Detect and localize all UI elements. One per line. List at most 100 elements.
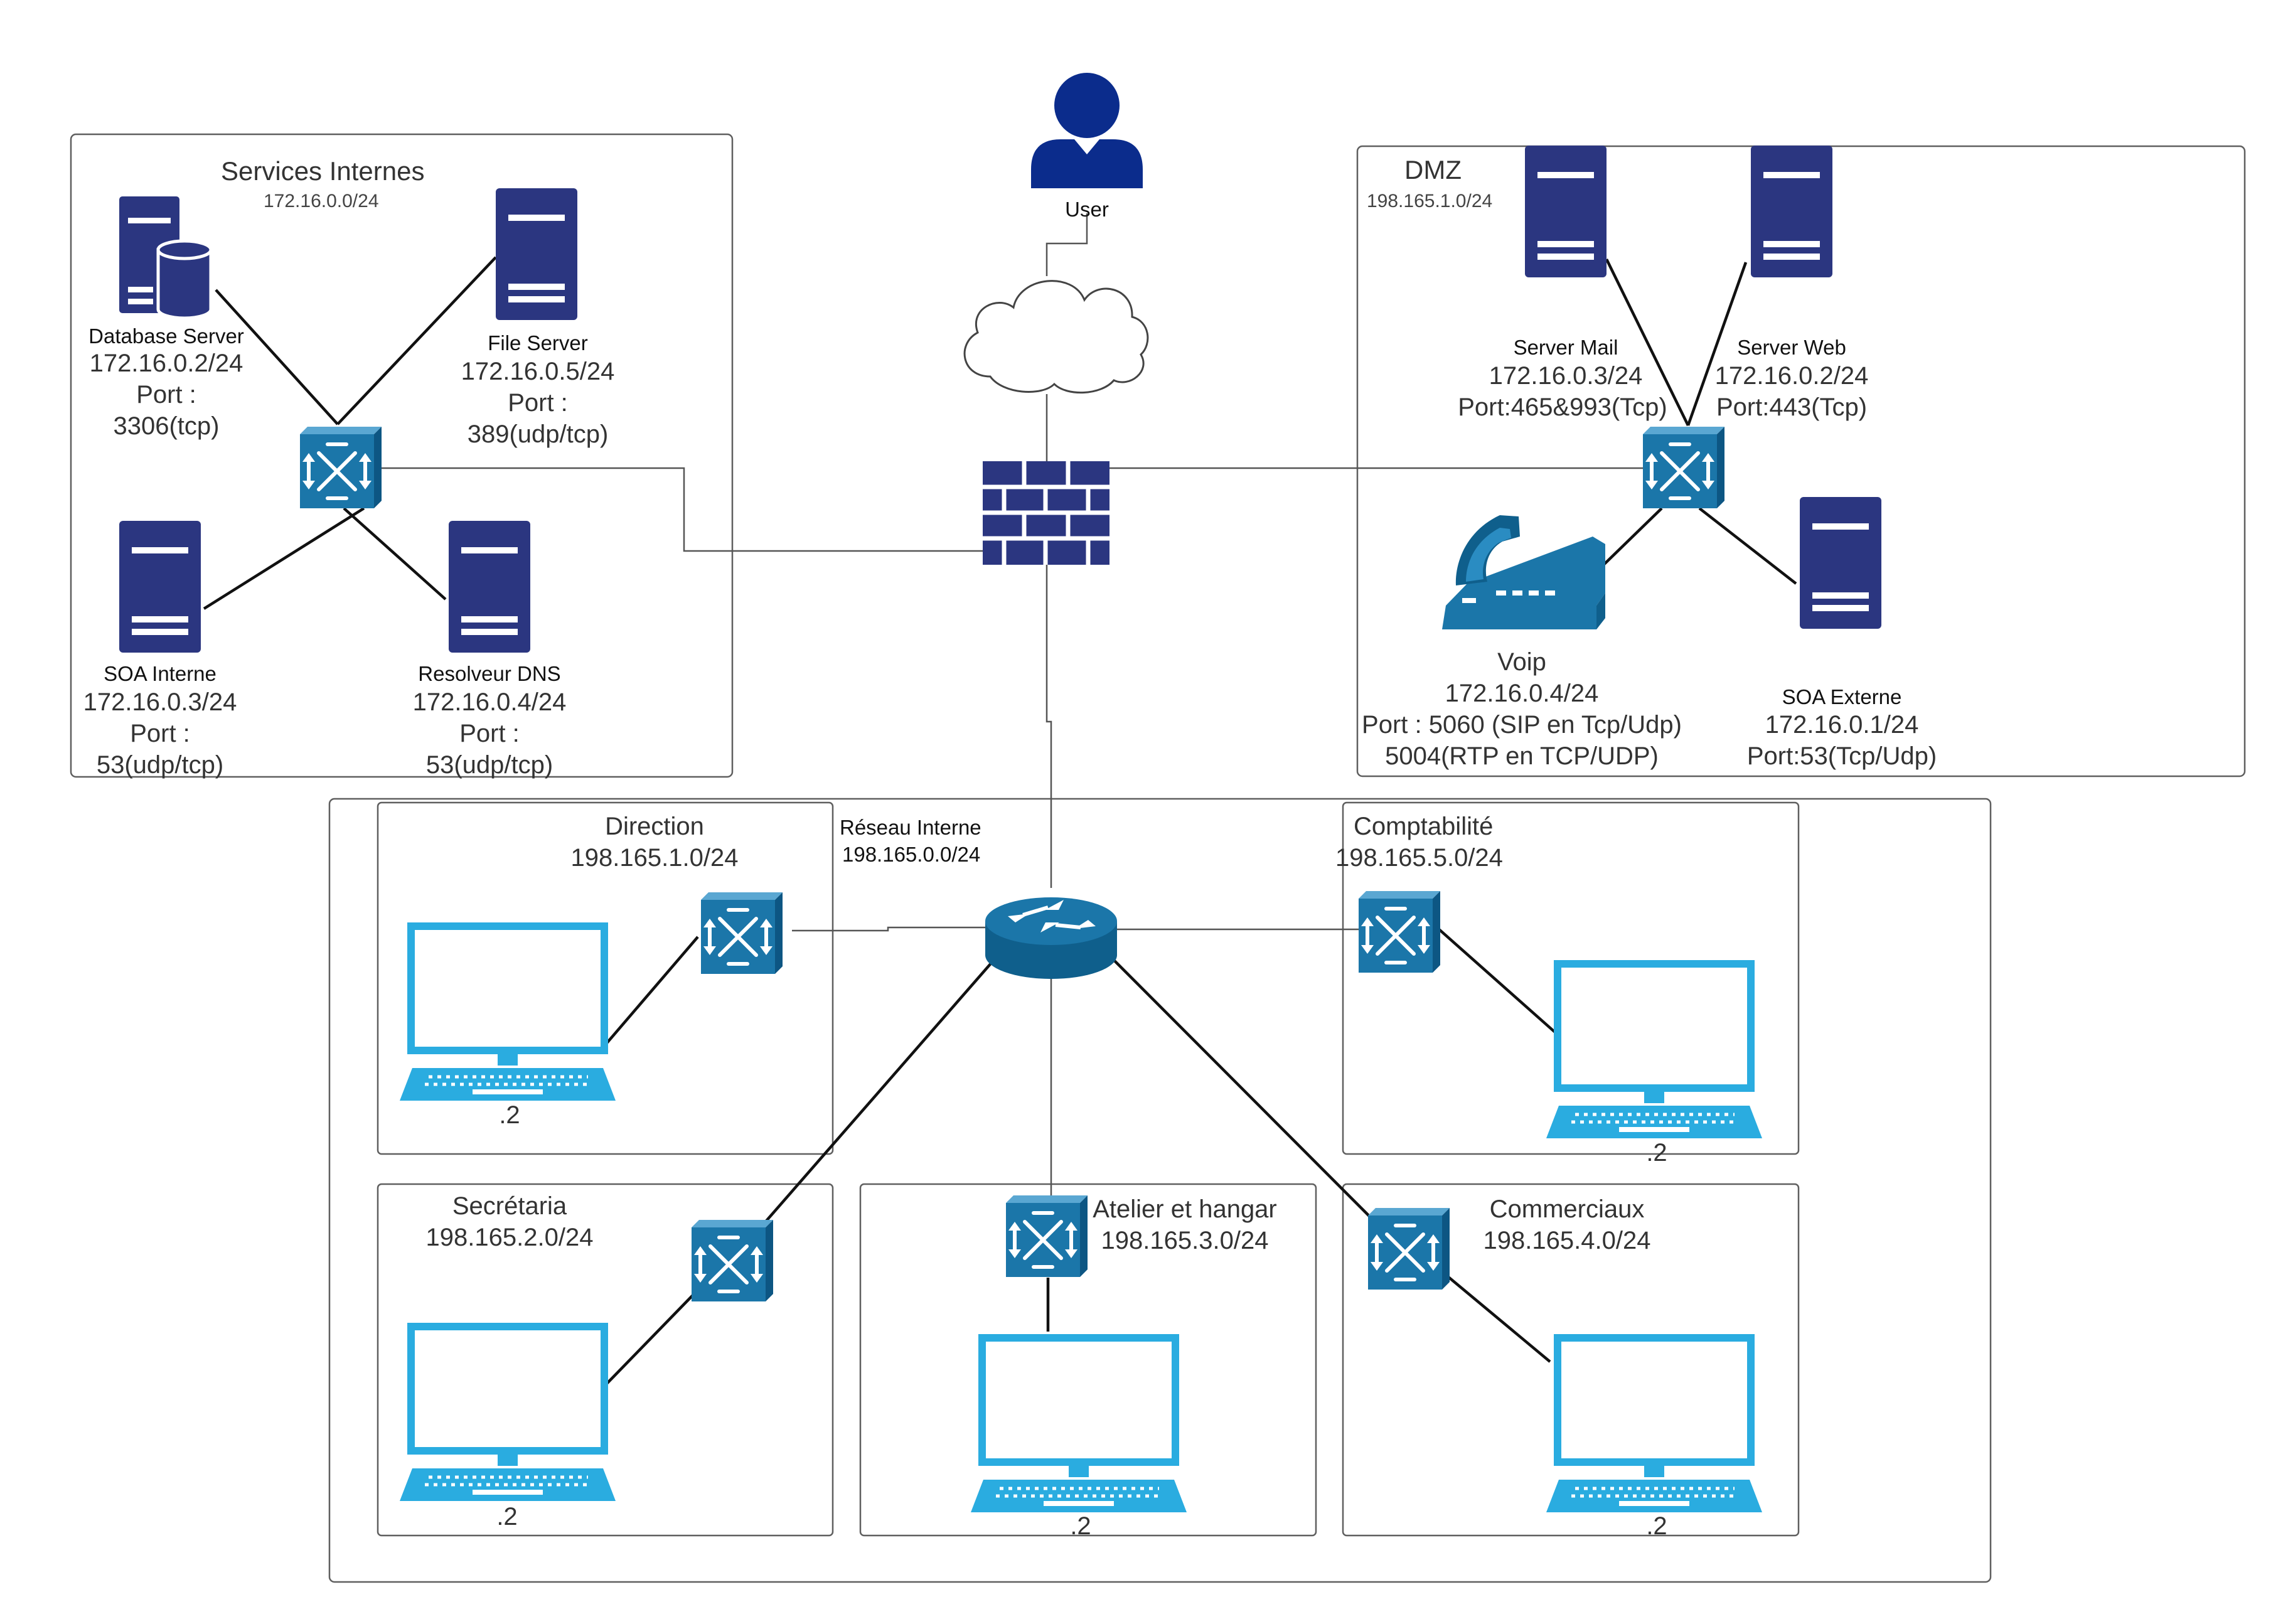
comptabilite-host: .2: [1646, 1139, 1667, 1167]
link-router-secretaria-switch: [751, 956, 998, 1239]
direction-name: Direction: [605, 813, 704, 840]
comptabilite-zone: [1342, 801, 1800, 1155]
commerciaux-zone: [1342, 1183, 1800, 1537]
link-direction-laptop: [602, 936, 699, 1048]
voip-port-sip: Port : 5060 (SIP en Tcp/Udp): [1362, 711, 1682, 739]
link-file-internal-switch: [336, 256, 497, 425]
commerciaux-host: .2: [1646, 1512, 1667, 1540]
reseau-interne-zone: [328, 798, 1992, 1583]
services-internes-zone: [70, 133, 734, 778]
server-mail-port: Port:465&993(Tcp): [1458, 393, 1667, 421]
link-mail-dmz-switch: [1605, 259, 1690, 426]
commerciaux-laptop-icon[interactable]: [1546, 1338, 1762, 1512]
resolveur-dns-icon[interactable]: [449, 521, 530, 653]
soa-interne-port-label: Port :: [130, 720, 190, 747]
secretaria-subnet: 198.165.2.0/24: [426, 1224, 594, 1251]
voip-label: Voip: [1497, 648, 1546, 676]
link-user-cloud: [1045, 213, 1088, 276]
file-server-label: File Server: [488, 331, 588, 355]
file-server-icon[interactable]: [496, 188, 577, 320]
server-mail-icon[interactable]: [1525, 146, 1607, 277]
link-dns-internal-switch: [343, 507, 447, 601]
resolveur-dns-port-label: Port :: [459, 720, 520, 747]
server-web-port: Port:443(Tcp): [1716, 393, 1867, 421]
atelier-laptop-icon[interactable]: [971, 1338, 1187, 1512]
file-server-ip: 172.16.0.5/24: [461, 358, 615, 385]
dmz-title: DMZ: [1404, 155, 1462, 184]
reseau-interne-subnet: 198.165.0.0/24: [842, 843, 980, 866]
database-server-label: Database Server: [88, 324, 244, 348]
user-icon[interactable]: [1031, 73, 1143, 188]
services-internes-title: Services Internes: [221, 156, 425, 186]
link-firewall-router: [1045, 565, 1052, 888]
comptabilite-subnet: 198.165.5.0/24: [1335, 844, 1503, 872]
comptabilite-laptop-icon[interactable]: [1546, 964, 1762, 1138]
comptabilite-name: Comptabilité: [1354, 813, 1493, 840]
atelier-switch-icon[interactable]: [1006, 1195, 1088, 1277]
resolveur-dns-ip: 172.16.0.4/24: [413, 688, 567, 716]
direction-host: .2: [499, 1101, 520, 1129]
database-server-port-label: Port :: [136, 381, 196, 409]
link-firewall-internal-switch: [382, 467, 983, 552]
secretaria-host: .2: [496, 1503, 517, 1531]
link-commerciaux-laptop: [1436, 1266, 1551, 1363]
server-web-icon[interactable]: [1751, 146, 1832, 277]
server-mail-label: Server Mail: [1514, 336, 1618, 359]
database-server-icon[interactable]: [119, 196, 213, 320]
dmz-subnet: 198.165.1.0/24: [1367, 191, 1492, 211]
secretaria-zone: [377, 1183, 834, 1537]
resolveur-dns-label: Resolveur DNS: [418, 662, 560, 685]
soa-interne-ip: 172.16.0.3/24: [83, 688, 237, 716]
voip-phone-icon[interactable]: [1442, 515, 1605, 629]
link-router-direction-switch: [792, 926, 985, 932]
soa-externe-ip: 172.16.0.1/24: [1765, 711, 1919, 739]
server-web-label: Server Web: [1737, 336, 1846, 359]
commerciaux-name: Commerciaux: [1490, 1195, 1645, 1223]
link-soa-externe-dmz-switch: [1698, 507, 1797, 585]
atelier-zone: [859, 1183, 1317, 1537]
direction-subnet: 198.165.1.0/24: [571, 844, 739, 872]
dmz-switch-icon[interactable]: [1643, 427, 1724, 508]
link-soa-interne-internal-switch: [203, 507, 365, 610]
soa-externe-icon[interactable]: [1800, 497, 1881, 629]
file-server-port: 389(udp/tcp): [468, 420, 609, 448]
soa-interne-icon[interactable]: [119, 521, 201, 653]
comptabilite-switch-icon[interactable]: [1359, 891, 1440, 973]
voip-port-rtp: 5004(RTP en TCP/UDP): [1385, 742, 1659, 770]
database-server-port: 3306(tcp): [114, 412, 220, 440]
link-comptabilite-laptop: [1437, 927, 1556, 1034]
soa-externe-label: SOA Externe: [1782, 685, 1902, 708]
user-label: User: [1065, 198, 1109, 221]
reseau-interne-title: Réseau Interne: [840, 816, 981, 839]
soa-interne-label: SOA Interne: [104, 662, 217, 685]
firewall-icon[interactable]: [983, 461, 1109, 565]
link-web-dmz-switch: [1686, 262, 1748, 426]
database-server-ip: 172.16.0.2/24: [90, 350, 243, 377]
server-mail-ip: 172.16.0.3/24: [1489, 362, 1643, 390]
link-db-internal-switch: [215, 289, 339, 425]
atelier-name: Atelier et hangar: [1093, 1195, 1277, 1223]
atelier-subnet: 198.165.3.0/24: [1101, 1227, 1269, 1254]
server-web-ip: 172.16.0.2/24: [1715, 362, 1869, 390]
cloud-icon[interactable]: [963, 280, 1149, 394]
secretaria-name: Secrétaria: [452, 1192, 567, 1220]
secretaria-switch-icon[interactable]: [692, 1220, 773, 1301]
commerciaux-switch-icon[interactable]: [1368, 1208, 1450, 1290]
internal-services-switch-icon[interactable]: [300, 427, 382, 508]
soa-externe-port: Port:53(Tcp/Udp): [1747, 742, 1937, 770]
soa-interne-port: 53(udp/tcp): [97, 751, 223, 779]
direction-zone: [377, 801, 834, 1155]
resolveur-dns-port: 53(udp/tcp): [426, 751, 553, 779]
router-icon[interactable]: [985, 897, 1117, 979]
direction-laptop-icon[interactable]: [400, 926, 616, 1101]
connection-lines: [203, 213, 1797, 1388]
atelier-host: .2: [1070, 1512, 1091, 1540]
link-router-commerciaux-switch: [1109, 956, 1371, 1217]
link-secretaria-laptop: [602, 1293, 695, 1388]
services-internes-subnet: 172.16.0.0/24: [264, 191, 379, 211]
secretaria-laptop-icon[interactable]: [400, 1327, 616, 1501]
voip-ip: 172.16.0.4/24: [1445, 680, 1599, 707]
direction-switch-icon[interactable]: [701, 892, 783, 974]
file-server-port-label: Port :: [508, 389, 568, 417]
